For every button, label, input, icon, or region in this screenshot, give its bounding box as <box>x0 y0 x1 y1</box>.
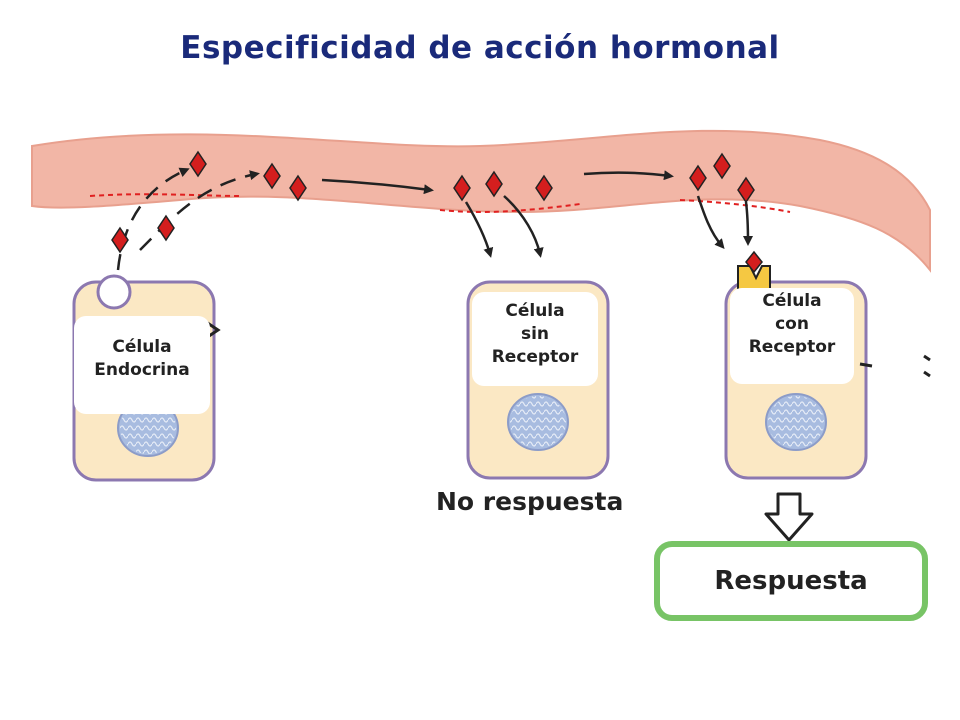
hormone-bound-icon <box>745 250 763 274</box>
vessel-wall-dashed <box>439 203 581 213</box>
no-response-text: No respuesta <box>436 487 624 516</box>
secretory-vesicle <box>96 274 132 310</box>
vessel-wall-dashed <box>89 193 241 197</box>
label-line: Receptor <box>491 346 579 367</box>
diffusion-arrow <box>464 201 494 258</box>
hormone-icon <box>689 164 707 192</box>
hormone-icon <box>289 174 307 202</box>
secretion-arrow <box>116 167 190 271</box>
hormone-icon <box>485 170 503 198</box>
response-box: Respuesta <box>654 541 928 621</box>
endocrine-cell-label: Célula Endocrina <box>74 316 210 414</box>
membrane-mark <box>923 354 931 378</box>
receptor-cell-label: Célula con Receptor <box>730 288 854 384</box>
nucleus-texture <box>510 396 566 448</box>
vessel-wall-dashed <box>679 199 791 213</box>
label-line: Célula <box>505 301 565 321</box>
blood-vessel <box>31 129 931 273</box>
membrane-mark <box>859 362 873 368</box>
label-line: Célula <box>112 337 172 357</box>
label-line: Endocrina <box>94 359 190 380</box>
nucleus-texture <box>120 402 176 454</box>
diffusion-arrow <box>696 195 725 250</box>
flow-arrow <box>583 170 674 181</box>
response-text: Respuesta <box>714 566 868 596</box>
label-line: Célula <box>762 291 822 311</box>
hormone-icon <box>713 152 731 180</box>
diffusion-arrow <box>742 201 753 246</box>
label-line: con <box>775 313 809 334</box>
hormone-icon <box>737 176 755 204</box>
hormone-icon <box>535 174 553 202</box>
diagram-title: Especificidad de acción hormonal <box>180 30 780 66</box>
hormone-icon <box>157 214 175 242</box>
response-arrow-icon <box>764 492 814 542</box>
label-line: sin <box>520 323 550 344</box>
no-receptor-cell-label: Célula sin Receptor <box>472 292 598 386</box>
secretion-arrow <box>139 170 260 251</box>
hormone-icon <box>189 150 207 178</box>
diffusion-arrow <box>503 195 544 258</box>
flow-arrow <box>321 178 434 195</box>
label-line: Receptor <box>748 336 836 357</box>
membrane-arrow <box>205 320 221 340</box>
nucleus-texture <box>768 396 824 448</box>
hormone-icon <box>111 226 129 254</box>
hormone-icon <box>453 174 471 202</box>
hormone-icon <box>263 162 281 190</box>
